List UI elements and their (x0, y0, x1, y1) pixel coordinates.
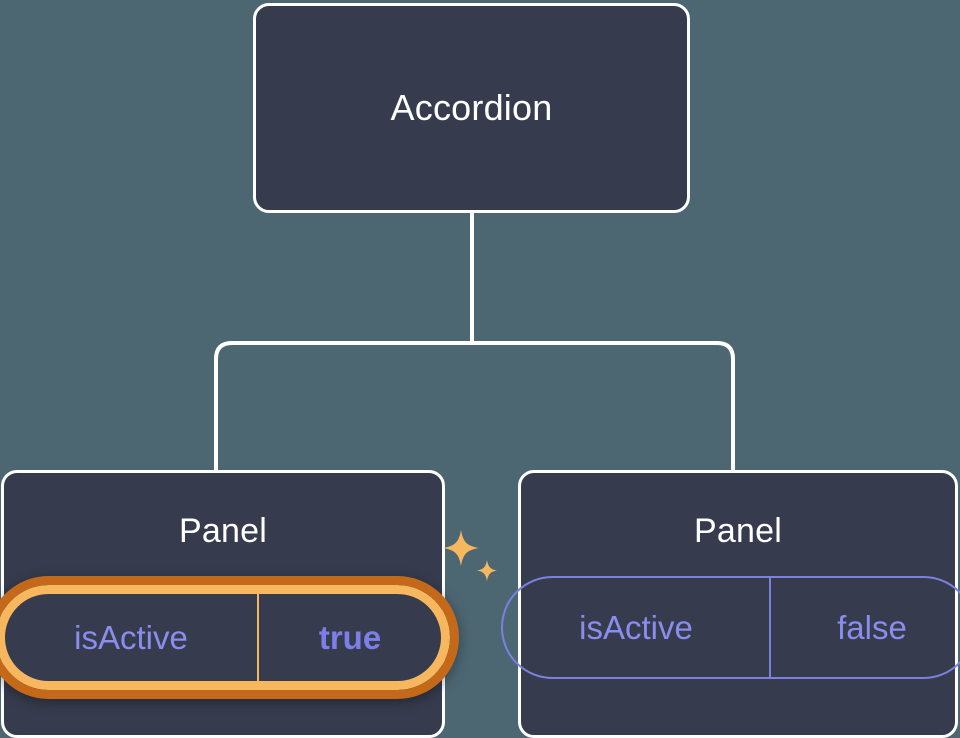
prop-name: isActive (74, 618, 188, 656)
tree-node-panel-active[interactable]: Panel isActive true (0, 470, 497, 738)
prop-pill-inner: isActive true (0, 585, 450, 691)
connector-branch-bar (214, 341, 735, 470)
prop-value: false (769, 578, 960, 678)
sparkle-large-icon (443, 530, 479, 567)
prop-pill-wrapper: isActive false (501, 576, 960, 680)
node-title: Panel (694, 512, 782, 550)
prop-pill-highlighted[interactable]: isActive true (0, 576, 459, 700)
prop-pill[interactable]: isActive false (501, 576, 960, 680)
prop-name: isActive (579, 608, 693, 646)
prop-pill-wrapper: isActive true (0, 530, 497, 700)
tree-node-accordion[interactable]: Accordion (253, 3, 690, 213)
prop-value: true (257, 594, 441, 682)
sparkles-group (443, 530, 497, 582)
node-title: Panel (179, 512, 267, 550)
sparkle-small-icon (477, 560, 497, 582)
node-title: Accordion (390, 87, 553, 129)
tree-node-panel-inactive[interactable]: Panel isActive false (501, 470, 960, 738)
